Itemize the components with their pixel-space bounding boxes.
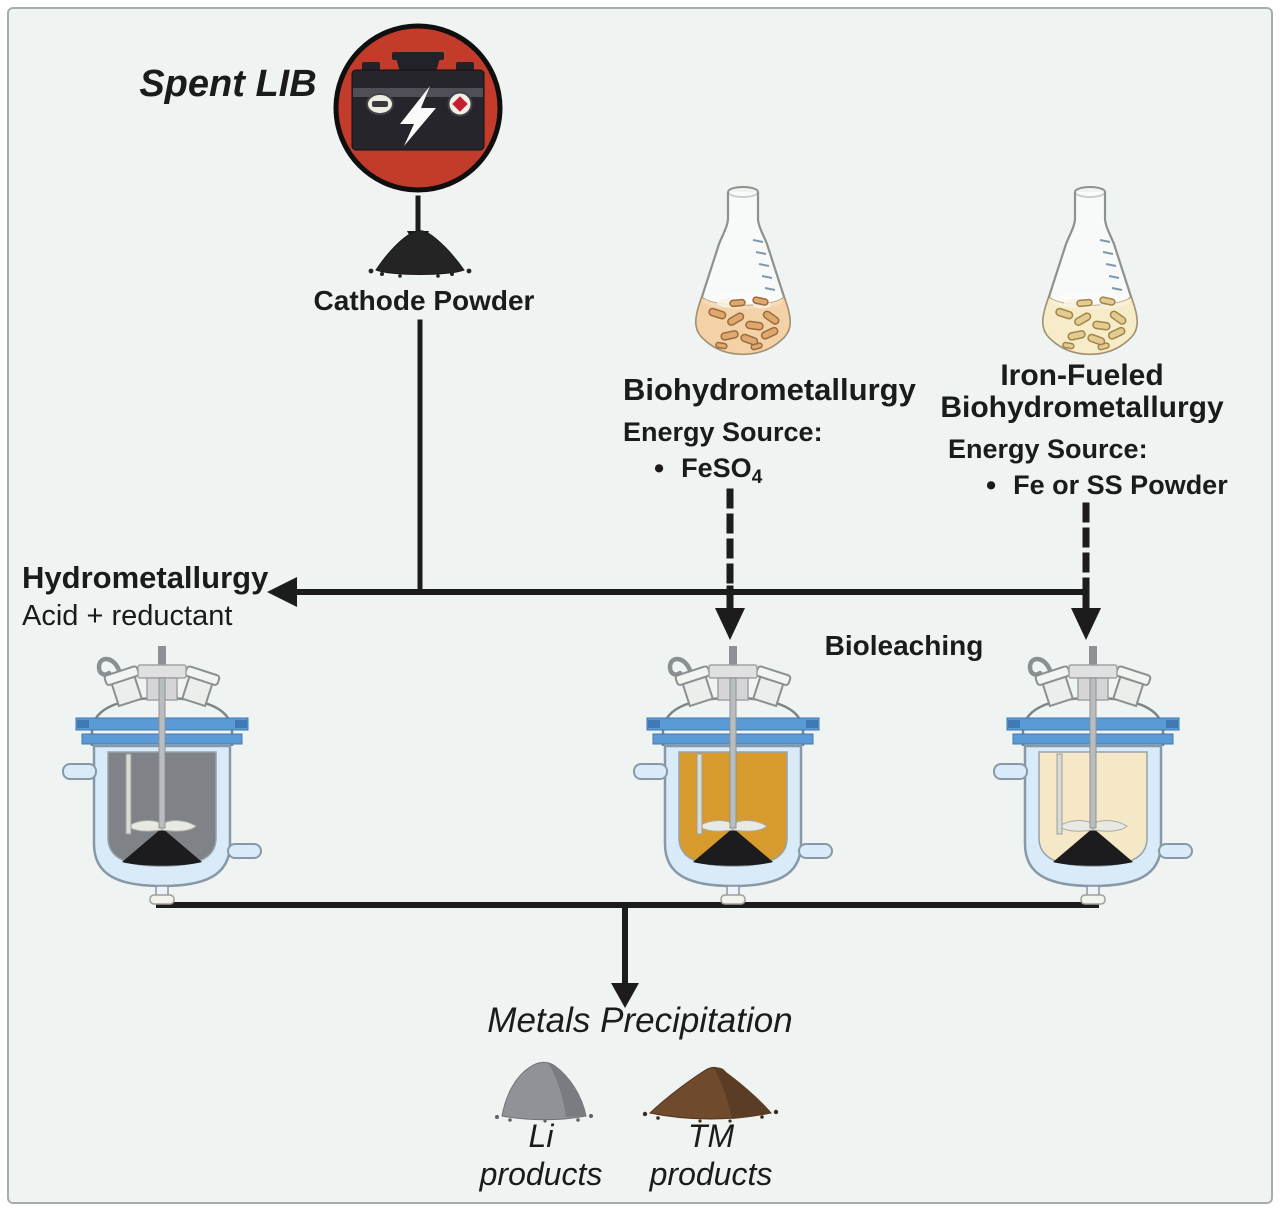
feso4-formula: FeSO (681, 452, 752, 483)
flask-biohydrometallurgy (694, 185, 792, 356)
bullet-icon: • (986, 469, 997, 502)
reactor-hydrometallurgy (63, 646, 261, 904)
spent-lib-label: Spent LIB (139, 63, 317, 106)
flask-iron-fueled (1041, 185, 1139, 356)
biohydrometallurgy-energy-item: • FeSO4 (623, 453, 913, 489)
bullet-icon: • (654, 452, 665, 485)
reactor-iron-bioleaching (994, 646, 1192, 904)
li-products-pile (495, 1061, 593, 1123)
iron-fueled-energy-item: • Fe or SS Powder (930, 470, 1234, 501)
li-products-line2: products (479, 1155, 603, 1192)
metals-precipitation-label: Metals Precipitation (487, 1000, 793, 1040)
tm-products-line1: TM (687, 1118, 735, 1154)
fe-ss-powder-text: Fe or SS Powder (1013, 469, 1228, 500)
lightning-bolt-icon (400, 86, 436, 146)
arrowhead-metals-precipitation (611, 983, 639, 1008)
cathode-powder-pile (368, 230, 472, 278)
feso4-subscript: 4 (751, 466, 763, 488)
iron-fueled-title-line2: Biohydrometallurgy (940, 391, 1224, 425)
arrowhead-iron-reactor (1071, 608, 1101, 640)
iron-fueled-title: Iron-Fueled Biohydrometallurgy (930, 359, 1234, 425)
biohydrometallurgy-title: Biohydrometallurgy (623, 372, 916, 407)
cathode-powder-label: Cathode Powder (313, 284, 535, 316)
flow-connectors (156, 195, 1099, 988)
iron-fueled-title-line1: Iron-Fueled (1000, 359, 1164, 392)
hydrometallurgy-title: Hydrometallurgy (22, 560, 269, 595)
figure-frame (7, 7, 1273, 1204)
biohydrometallurgy-block: Biohydrometallurgy Energy Source: • FeSO4 (623, 372, 916, 489)
iron-fueled-block: Iron-Fueled Biohydrometallurgy Energy So… (930, 359, 1234, 501)
reactor-bioleaching (634, 646, 832, 904)
bioleaching-label: Bioleaching (824, 629, 984, 661)
spent-lib-battery-icon (333, 23, 503, 193)
tm-products-label: TM products (650, 1118, 773, 1194)
li-products-label: Li products (480, 1118, 603, 1194)
hydrometallurgy-subtitle: Acid + reductant (22, 599, 233, 632)
biohydrometallurgy-energy-source-label: Energy Source: (623, 416, 823, 447)
tm-products-pile (642, 1066, 779, 1123)
iron-fueled-energy-source-label: Energy Source: (948, 433, 1148, 464)
li-products-line1: Li (528, 1118, 554, 1154)
line-collector (156, 890, 1099, 988)
arrowhead-bio-reactor (715, 608, 745, 640)
tm-products-line2: products (649, 1155, 773, 1192)
arrowheads (267, 231, 1101, 1008)
hydrometallurgy-block: Hydrometallurgy Acid + reductant (22, 560, 268, 633)
arrowhead-hydrometallurgy (267, 577, 297, 607)
